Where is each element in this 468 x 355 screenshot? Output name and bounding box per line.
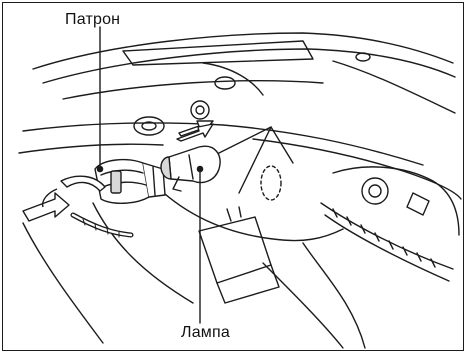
bulb-leader-dot [197, 166, 202, 171]
dashed-opening-hint [261, 166, 281, 200]
bulb-label: Лампа [181, 324, 230, 342]
lower-frame-4 [23, 223, 103, 343]
engine-bay-illustration [3, 3, 464, 351]
rotate-arrow-icon [23, 176, 105, 221]
bracket-rail-2 [325, 215, 449, 281]
bracket-hole-inner [369, 185, 381, 197]
illustration-frame: Патрон Лампа [2, 2, 464, 351]
socket-tab [111, 171, 121, 193]
panel-line-1 [63, 81, 323, 99]
reservoir-body [199, 217, 271, 283]
lower-contour [153, 183, 343, 241]
bulb-glass [169, 146, 220, 182]
bracket-rail-1 [321, 203, 453, 269]
panel-line-2 [333, 61, 455, 113]
reservoir-cap [227, 207, 241, 221]
clip-circle-1 [191, 101, 209, 119]
right-bracket-top [333, 167, 459, 235]
clip-circle-2 [134, 117, 164, 135]
lower-frame-3 [303, 243, 365, 348]
clip-circle-3 [215, 77, 235, 89]
housing-line-2 [19, 144, 163, 153]
clip-circle-4 [356, 53, 370, 61]
housing-line-1 [23, 123, 423, 165]
bracket-tab [407, 193, 429, 215]
clip-circle-1-inner [196, 106, 204, 114]
bulb-pointer-lines [219, 127, 271, 193]
socket-body [95, 160, 149, 204]
lower-frame-1 [93, 203, 193, 303]
socket-leader-dot [97, 166, 102, 171]
hood-inner-line [43, 49, 455, 83]
bracket-ribs [333, 209, 435, 267]
socket-label: Патрон [65, 11, 120, 29]
bracket-hole [362, 178, 388, 204]
